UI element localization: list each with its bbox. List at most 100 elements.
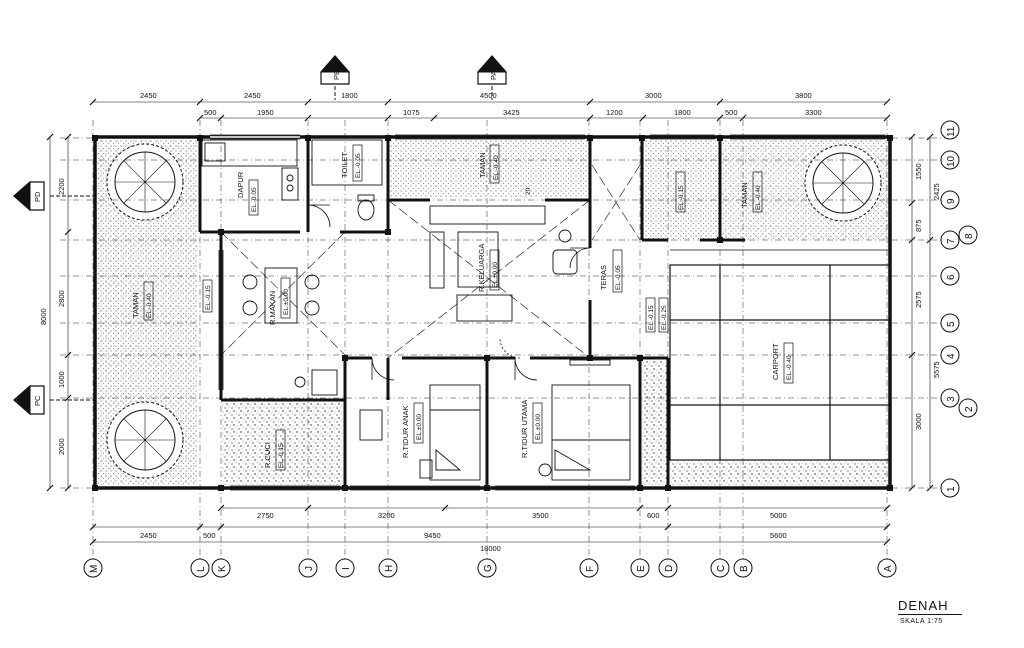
room-level-taman-mid: EL.-0.15 — [678, 185, 685, 210]
tree-symbols — [106, 143, 882, 479]
dim-label: 2000 — [57, 438, 66, 455]
dim-label: 500 — [725, 108, 738, 117]
room-level-carport: EL.-0.40 — [786, 355, 793, 380]
dim-label: 2200 — [57, 178, 66, 195]
section-label-pb: PB — [332, 70, 341, 80]
dim-label: 1200 — [606, 108, 623, 117]
room-name-anak: R.TIDUR ANAK — [401, 405, 410, 458]
level-tag-boxes — [143, 144, 794, 471]
section-label-pa: PA — [489, 71, 498, 80]
columns — [92, 135, 893, 491]
dim-label: 875 — [914, 219, 923, 232]
room-level-utama: EL.±0.00 — [535, 414, 542, 440]
room-name-keluarga: R.KELUARGA — [477, 244, 486, 292]
furniture — [201, 139, 641, 481]
level-teras-a: EL.-0.15 — [648, 305, 655, 330]
dim-label: 2800 — [57, 290, 66, 307]
tree-icon — [106, 143, 184, 221]
room-name-teras: TERAS — [599, 265, 608, 290]
walls — [93, 135, 892, 490]
room-name-taman-right: TAMAN — [740, 182, 749, 208]
section-label-pc: PC — [33, 395, 42, 406]
room-name-dapur: DAPUR — [236, 171, 245, 198]
dim-label: 1800 — [341, 91, 358, 100]
dims-left: 2200 2800 1000 2000 8000 — [39, 178, 66, 455]
grid-label: 1 — [946, 486, 957, 492]
room-name-toilet: TOILET — [340, 151, 349, 178]
section-label-pd: PD — [33, 191, 42, 202]
grid-labels-right: 11 10 9 7 6 5 4 3 1 8 2 — [946, 126, 975, 492]
dimension-ticks — [46, 98, 934, 546]
grid-label: 8 — [964, 233, 975, 239]
grid-label: 3 — [946, 396, 957, 402]
dim-label: 3425 — [503, 108, 520, 117]
dim-label: 3000 — [645, 91, 662, 100]
grid-label: L — [196, 566, 207, 572]
room-name-taman-left: TAMAN — [131, 292, 140, 318]
section-markers: PB PA PD PC — [13, 55, 508, 416]
room-level-keluarga: EL.±0.00 — [492, 262, 499, 288]
dim-label: 600 — [647, 511, 660, 520]
room-level-makan: EL.±0.00 — [283, 289, 290, 315]
dim-label: 3000 — [914, 413, 923, 430]
dim-label: 2575 — [914, 291, 923, 308]
room-level-taman-left: EL.-0.40 — [146, 293, 153, 318]
tree-icon — [106, 401, 184, 479]
dim-label: 1075 — [403, 108, 420, 117]
room-name-carport: CARPORT — [771, 343, 780, 380]
level-teras-b: EL.-0.25 — [661, 305, 668, 330]
room-level-rcuci: EL.-0.15 — [278, 443, 285, 468]
room-level-teras: EL.-0.05 — [615, 265, 622, 290]
section-marker-pd: PD — [13, 180, 95, 212]
dim-label: 4500 — [480, 91, 497, 100]
grid-label: 9 — [946, 198, 957, 204]
grid-label: E — [636, 565, 647, 572]
room-level-toilet: EL.-0.05 — [355, 153, 362, 178]
room-level-dapur: EL.-0.05 — [251, 187, 258, 212]
dim-label: 1950 — [257, 108, 274, 117]
grid-label: B — [739, 565, 750, 572]
dim-label: 2425 — [932, 183, 941, 200]
garden-fills — [97, 140, 890, 485]
grid-label: 2 — [964, 406, 975, 412]
grid-label: J — [304, 566, 315, 571]
grid-labels-bottom: M L K J I H G F E D C B A — [89, 564, 894, 573]
grid-label: 6 — [946, 274, 957, 280]
room-labels: DAPUR EL.-0.05 TOILET EL.-0.05 TAMAN EL.… — [131, 151, 793, 468]
dim-label: 5000 — [770, 511, 787, 520]
room-name-taman-top: TAMAN — [478, 152, 487, 178]
dim-label-total: 18000 — [480, 544, 501, 553]
dim-label-total: 8000 — [39, 308, 48, 325]
dim-label: 3300 — [805, 108, 822, 117]
grid-label: 4 — [946, 353, 957, 359]
dim-label: 3800 — [795, 91, 812, 100]
window-lines — [210, 134, 885, 491]
dimension-lines — [49, 101, 931, 543]
dim-label: 5600 — [770, 531, 787, 540]
level-makan-left: EL.-0.15 — [205, 285, 212, 310]
dims-bottom-inner: 2750 3200 3500 600 5000 — [257, 511, 787, 520]
dim-label: 500 — [204, 108, 217, 117]
small-note: 20 — [525, 187, 532, 195]
room-level-taman-right: EL.-0.40 — [755, 185, 762, 210]
dim-label: 9450 — [424, 531, 441, 540]
dim-label: 5575 — [932, 361, 941, 378]
tree-icon — [804, 144, 882, 222]
grid-bubbles-bottom — [83, 558, 897, 578]
dim-label: 1550 — [914, 163, 923, 180]
title-underline — [898, 614, 962, 615]
dim-label: 3500 — [532, 511, 549, 520]
drawing-scale: SKALA 1:75 — [900, 618, 943, 625]
section-marker-pc: PC — [13, 384, 95, 416]
grid-label: I — [341, 567, 352, 570]
section-marker-pb: PB — [319, 55, 351, 100]
grid-label: 11 — [946, 126, 957, 137]
grid-label: M — [89, 565, 100, 573]
dim-label: 2450 — [140, 531, 157, 540]
grid-bubbles-right — [940, 120, 978, 498]
room-name-utama: R.TIDUR UTAMA — [520, 400, 529, 458]
dims-top-outer: 2450 2450 1800 4500 3000 3800 — [140, 91, 812, 100]
dim-label: 3200 — [378, 511, 395, 520]
grid-label: D — [664, 565, 675, 572]
